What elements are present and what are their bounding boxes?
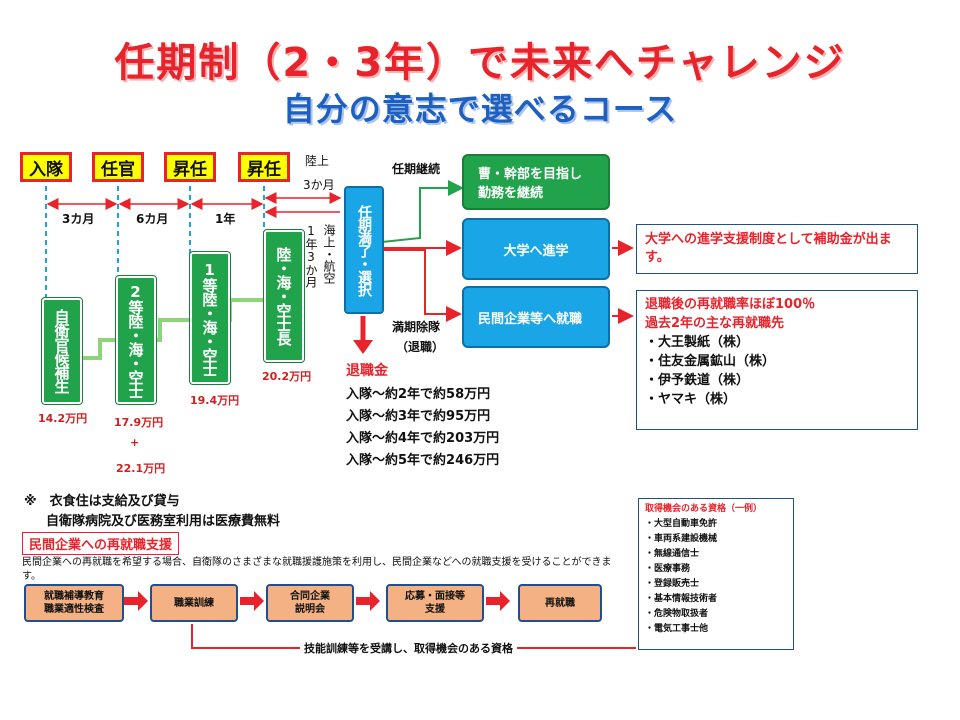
salary-private-2: 17.9万円 bbox=[114, 416, 164, 429]
reemployment-box: 退職後の再就職率ほぼ100％ 過去2年の主な再就職先 ・大王製紙（株） ・住友金… bbox=[636, 290, 918, 430]
company-item: ・伊予鉄道（株） bbox=[645, 373, 750, 388]
qualification-item: ・無線通信士 bbox=[645, 549, 700, 559]
salary-leading: 20.2万円 bbox=[262, 370, 312, 383]
salary-candidate: 14.2万円 bbox=[38, 412, 88, 425]
main-title: 任期制（2・3年）で未来へチャレンジ bbox=[114, 40, 846, 86]
expiry-select-label: 任期満了・選択 bbox=[356, 204, 372, 296]
university-note: 大学への進学支援制度として補助金が出ます。 bbox=[645, 232, 892, 265]
stage-promotion-2: 昇任 bbox=[238, 152, 290, 182]
term-ground: 陸上 bbox=[305, 154, 330, 168]
note-line-1: ※ 衣食住は支給及び貸与 bbox=[24, 494, 180, 509]
support-description: 民間企業への再就職を希望する場合、自衛隊のさまざまな就職援護施策を利用し、民間企… bbox=[22, 557, 612, 582]
retirement-pay-heading: 退職金 bbox=[346, 363, 388, 379]
rank-private-1: 1等陸・海・空士 bbox=[189, 251, 231, 385]
salary-private-2b: 22.1万円 bbox=[116, 462, 166, 475]
flow-bottom-note: 技能訓練等を受講し、取得機会のある資格 bbox=[300, 640, 517, 656]
rank-leading: 陸・海・空士長 bbox=[263, 229, 305, 363]
retirement-pay-item: 入隊～約2年で約58万円 bbox=[346, 387, 491, 402]
flow-step-guidance: 就職補導教育 職業適性検査 bbox=[24, 584, 124, 622]
university-note-box: 大学への進学支援制度として補助金が出ます。 bbox=[636, 224, 918, 274]
note-line-2: 自衛隊病院及び医務室利用は医療費無料 bbox=[46, 514, 281, 529]
retirement-pay-item: 入隊～約3年で約95万円 bbox=[346, 409, 491, 424]
support-heading: 民間企業への再就職支援 bbox=[22, 532, 180, 555]
company-box: 民間企業等へ就職 bbox=[462, 286, 610, 348]
term-ground-duration: 3か月 bbox=[303, 178, 335, 192]
qualifications-box: 取得機会のある資格（一例） ・大型自動車免許 ・車両系建設機械 ・無線通信士 ・… bbox=[638, 498, 794, 650]
duration-1: 3カ月 bbox=[62, 212, 95, 226]
stage-promotion-1: 昇任 bbox=[164, 152, 216, 182]
qualification-item: ・車両系建設機械 bbox=[645, 534, 718, 544]
company-item: ・ヤマキ（株） bbox=[645, 392, 737, 407]
stage-appointment: 任官 bbox=[92, 152, 144, 182]
expiry-select-box: 任期満了・選択 bbox=[344, 186, 384, 314]
salary-plus: + bbox=[130, 436, 140, 449]
qualification-item: ・登録販売士 bbox=[645, 579, 700, 589]
duration-3: 1年 bbox=[215, 212, 236, 226]
qualification-item: ・医療事務 bbox=[645, 564, 691, 574]
rank-candidate: 自衛官候補生 bbox=[41, 297, 83, 405]
stage-enlist: 入隊 bbox=[20, 152, 72, 182]
term-sea-air-duration: 1年3か月 bbox=[304, 224, 318, 288]
qualification-item: ・基本情報技術者 bbox=[645, 594, 718, 604]
retirement-pay-item: 入隊～約5年で約246万円 bbox=[346, 453, 500, 468]
retirement-pay-item: 入隊～約4年で約203万円 bbox=[346, 431, 500, 446]
university-box: 大学へ進学 bbox=[462, 218, 610, 280]
continue-label: 任期継続 bbox=[392, 162, 441, 176]
reemployment-subheading: 過去2年の主な再就職先 bbox=[645, 316, 785, 331]
flow-step-reemployment: 再就職 bbox=[518, 584, 602, 622]
qualification-item: ・危険物取扱者 bbox=[645, 609, 709, 619]
term-sea-air: 海上・航空 bbox=[322, 224, 336, 284]
rank-private-2: 2等陸・海・空士 bbox=[115, 275, 157, 405]
discharge-label: 満期除隊 bbox=[392, 320, 441, 334]
flow-step-training: 職業訓練 bbox=[150, 584, 238, 622]
qualification-item: ・大型自動車免許 bbox=[645, 519, 718, 529]
qualification-item: ・電気工事士他 bbox=[645, 624, 709, 634]
flow-step-job-fair: 合同企業 説明会 bbox=[266, 584, 354, 622]
flow-step-application: 応募・面接等 支援 bbox=[386, 584, 484, 622]
qualifications-heading: 取得機会のある資格（一例） bbox=[645, 504, 763, 514]
company-item: ・大王製紙（株） bbox=[645, 335, 750, 350]
duration-2: 6カ月 bbox=[136, 212, 169, 226]
continue-box: 曹・幹部を目指し勤務を継続 bbox=[462, 154, 610, 210]
retirement-pay-list: 入隊～約2年で約58万円 入隊～約3年で約95万円 入隊～約4年で約203万円 … bbox=[346, 384, 499, 472]
salary-private-1: 19.4万円 bbox=[190, 394, 240, 407]
sub-title: 自分の意志で選べるコース bbox=[282, 90, 678, 128]
company-item: ・住友金属鉱山（株） bbox=[645, 354, 776, 369]
discharge-sub-label: （退職） bbox=[396, 340, 445, 354]
reemployment-heading: 退職後の再就職率ほぼ100％ bbox=[645, 297, 816, 312]
